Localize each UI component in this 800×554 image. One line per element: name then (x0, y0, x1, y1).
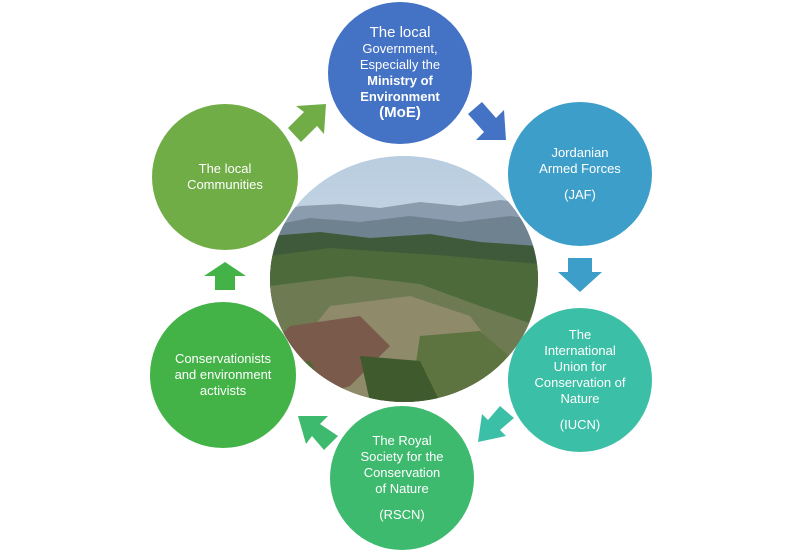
communities-line2: Communities (187, 177, 263, 192)
iucn-line4: Conservation of (534, 375, 626, 390)
jaf-line2: Armed Forces (539, 161, 621, 176)
activists-line1: Conservationists (174, 351, 272, 366)
moe-line1: The local (369, 24, 431, 41)
jaf-line1: Jordanian (551, 145, 609, 160)
iucn-line5: Nature (560, 391, 600, 406)
arrow-communities-to-moe-icon (288, 104, 326, 142)
jaf-line3: (JAF) (564, 187, 596, 202)
node-jaf: Jordanian Armed Forces (JAF) (508, 102, 652, 246)
rscn-line5: (RSCN) (379, 507, 425, 522)
arrow-iucn-to-rscn-icon (478, 406, 514, 442)
arrow-jaf-to-iucn-icon (558, 258, 602, 292)
arrow-rscn-to-activists-icon (298, 416, 338, 450)
activists-line2: and environment (174, 367, 272, 382)
node-communities: The local Communities (152, 104, 298, 250)
landscape-illustration (270, 156, 538, 402)
iucn-line2: International (544, 343, 616, 358)
center-landscape-photo (270, 156, 538, 402)
moe-line5: Environment (360, 89, 440, 104)
iucn-line3: Union for (553, 359, 607, 374)
arrow-activists-to-communities-icon (204, 262, 246, 290)
activists-line3: activists (199, 383, 247, 398)
iucn-line6: (IUCN) (559, 417, 601, 432)
communities-line1: The local (198, 161, 252, 176)
moe-line6: (MoE) (379, 104, 421, 121)
moe-line3: Especially the (359, 57, 441, 72)
node-moe: The local Government, Especially the Min… (328, 2, 472, 144)
node-rscn: The Royal Society for the Conservation o… (330, 406, 474, 550)
moe-line2: Government, (362, 41, 438, 56)
node-iucn: The International Union for Conservation… (508, 308, 652, 452)
rscn-line1: The Royal (372, 433, 432, 448)
rscn-line4: of Nature (375, 481, 429, 496)
iucn-line1: The (568, 327, 592, 342)
moe-line4: Ministry of (367, 73, 433, 88)
rscn-line2: Society for the (360, 449, 444, 464)
rscn-line3: Conservation (363, 465, 441, 480)
node-activists: Conservationists and environment activis… (150, 302, 296, 448)
arrow-moe-to-jaf-icon (468, 102, 506, 140)
